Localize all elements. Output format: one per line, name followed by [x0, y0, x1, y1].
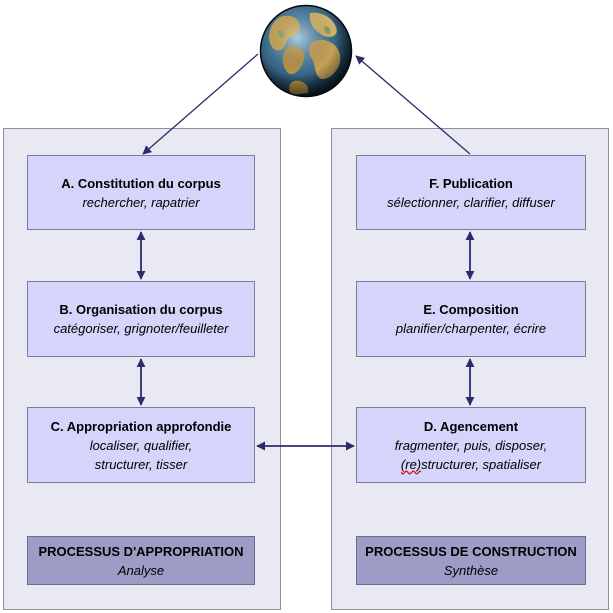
globe-icon — [259, 4, 353, 98]
box-a-title: A. Constitution du corpus — [61, 175, 221, 191]
process-construction: PROCESSUS DE CONSTRUCTION Synthèse — [356, 536, 586, 585]
box-d-line1: fragmenter, puis, disposer, — [394, 437, 548, 453]
box-c-line2: structurer, tisser — [94, 456, 188, 472]
box-b-title: B. Organisation du corpus — [59, 302, 223, 317]
spellcheck-marked-text: (re) — [400, 456, 422, 472]
process-appropriation: PROCESSUS D'APPROPRIATION Analyse — [27, 536, 255, 585]
box-publication: F. Publication sélectionner, clarifier, … — [356, 155, 586, 230]
box-c-line1: localiser, qualifier, — [89, 437, 193, 453]
box-composition: E. Composition planifier/charpenter, écr… — [356, 281, 586, 357]
box-d-line2-rest: structurer, spatialiser — [421, 456, 542, 472]
box-e-subtitle: planifier/charpenter, écrire — [395, 321, 547, 336]
box-deep-appropriation: C. Appropriation approfondie localiser, … — [27, 407, 255, 483]
box-c-title: C. Appropriation approfondie — [50, 418, 232, 434]
box-b-subtitle: catégoriser, grignoter/feuilleter — [53, 321, 229, 336]
box-f-title: F. Publication — [429, 175, 513, 191]
process-construction-title: PROCESSUS DE CONSTRUCTION — [365, 543, 577, 559]
box-d-line2: (re)structurer, spatialiser — [401, 455, 541, 474]
box-corpus-constitution: A. Constitution du corpus rechercher, ra… — [27, 155, 255, 230]
box-f-subtitle: sélectionner, clarifier, diffuser — [387, 194, 555, 210]
box-d-title: D. Agencement — [423, 418, 519, 434]
box-a-subtitle: rechercher, rapatrier — [82, 194, 200, 210]
process-construction-subtitle: Synthèse — [443, 562, 499, 578]
box-corpus-organisation: B. Organisation du corpus catégoriser, g… — [27, 281, 255, 357]
process-appropriation-subtitle: Analyse — [117, 562, 165, 578]
process-appropriation-title: PROCESSUS D'APPROPRIATION — [38, 543, 244, 559]
box-agencement: D. Agencement fragmenter, puis, disposer… — [356, 407, 586, 483]
box-e-title: E. Composition — [423, 302, 519, 317]
